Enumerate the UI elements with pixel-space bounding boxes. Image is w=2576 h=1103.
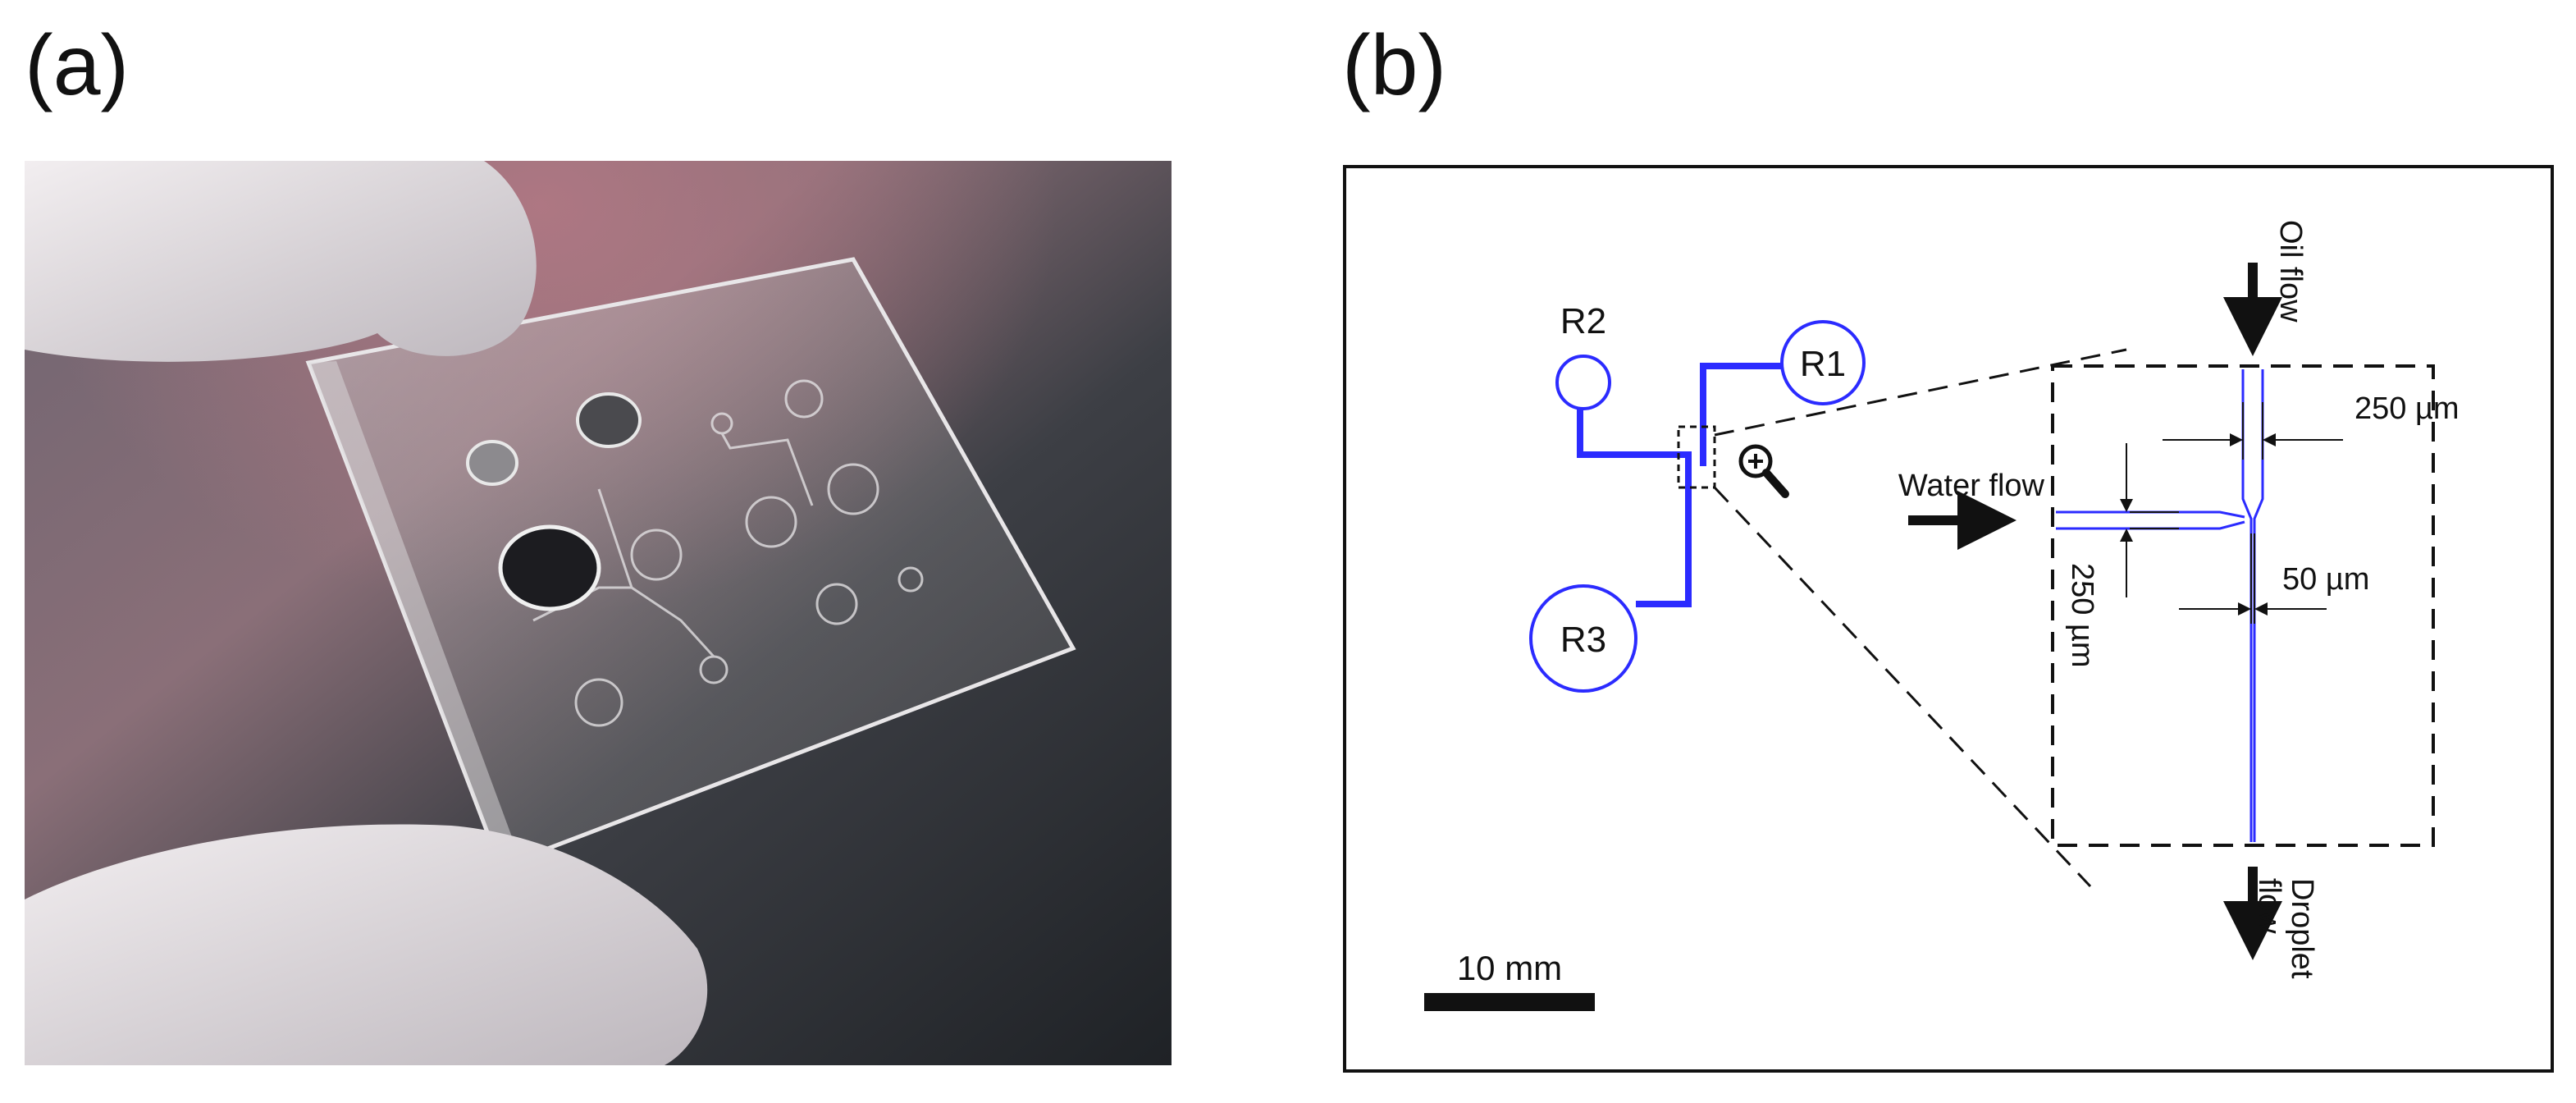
droplet-flow-label-line1: Droplet (2285, 878, 2319, 979)
label-r1: R1 (1800, 344, 1846, 384)
water-width-label: 250 µm (2065, 563, 2099, 668)
chip-channel-layout (1529, 320, 1866, 693)
etched-channels (532, 379, 924, 727)
oil-width-dimension (2163, 402, 2343, 460)
oil-width-label: 250 µm (2354, 391, 2460, 426)
junction-selection-box (1677, 425, 1716, 489)
scale-bar (1424, 993, 1595, 1011)
hole-small (466, 440, 518, 486)
water-flow-label: Water flow (1898, 469, 2045, 503)
reservoir-r3 (1529, 584, 1637, 693)
water-channel-top-wall (2056, 510, 2245, 519)
water-width-dimension (2120, 443, 2179, 597)
label-r2: R2 (1560, 301, 1606, 341)
oil-flow-label: Oil flow (2273, 220, 2308, 323)
zoom-guide-top (1714, 348, 2127, 437)
panel-a-label: (a) (25, 18, 130, 113)
chip-photograph (25, 161, 1172, 1065)
scale-bar-label: 10 mm (1457, 949, 1562, 987)
water-channel-bottom-wall (2056, 520, 2245, 530)
channel-r3 (1636, 466, 1692, 607)
glove-top (25, 161, 537, 362)
droplet-flow-label-line2: flow (2252, 878, 2286, 934)
channel-r1 (1700, 363, 1782, 466)
zoom-in-icon (1738, 444, 1789, 498)
label-r3: R3 (1560, 620, 1606, 660)
hole-medium (576, 392, 642, 448)
channel-r2 (1577, 409, 1692, 466)
panel-b-label: (b) (1342, 18, 1447, 113)
outlet-width-label: 50 µm (2282, 562, 2369, 597)
glove-bottom (25, 824, 708, 1065)
chip-edge (308, 361, 517, 867)
hole-large (498, 524, 601, 611)
channel-diagram: R2 R1 R3 Oil flow Water flow Droplet flo… (1343, 165, 2554, 1073)
outlet-width-dimension (2179, 533, 2327, 624)
